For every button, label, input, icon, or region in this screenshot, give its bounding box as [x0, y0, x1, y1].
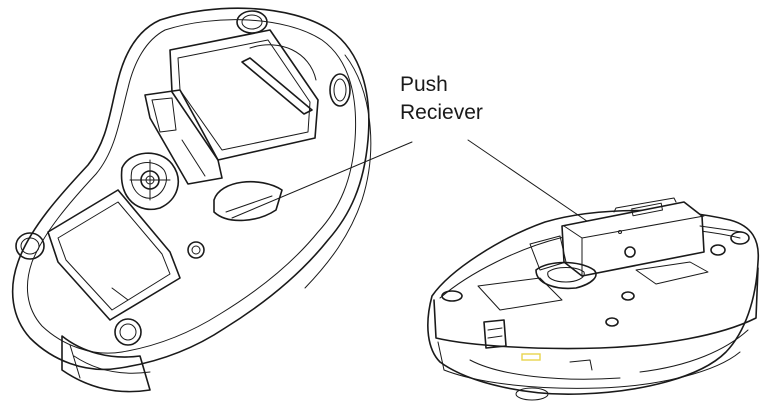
leader-line-left: [231, 141, 413, 219]
receiver-pocket-rim: [225, 195, 273, 213]
mouse-feet: [15, 10, 351, 346]
rear-latch: [483, 319, 507, 349]
label-plate-inner: [57, 201, 171, 311]
rear-notch: [569, 359, 593, 371]
mouse-front-lip: [61, 335, 151, 393]
mouse-side-ridge: [304, 54, 372, 289]
mouse-shell-outer: [11, 7, 370, 371]
leader-line-right: [467, 139, 601, 231]
mouse-rear-view: [427, 197, 760, 401]
rear-right-pad: [635, 261, 709, 285]
receiver-dock-detail: [151, 97, 206, 177]
callout-label-push: Push: [400, 73, 448, 96]
rear-side-band: [469, 329, 749, 380]
power-switch: [521, 353, 541, 361]
battery-slot: [241, 57, 313, 115]
battery-compartment-inner: [177, 39, 311, 151]
callout-leaders: [231, 139, 601, 231]
receiver-dock: [144, 89, 223, 185]
rear-face: [433, 267, 759, 350]
receiver-pocket: [213, 180, 283, 222]
ball-area: [249, 44, 317, 81]
rear-face-lower: [437, 341, 741, 389]
mouse-front-lip-detail: [69, 344, 151, 379]
mouse-underside-view: [11, 7, 372, 393]
optical-sensor: [120, 152, 180, 211]
callout-label-receiver: Reciever: [400, 101, 483, 124]
rear-feet: [441, 231, 750, 327]
rear-sensor: [535, 261, 597, 290]
mouse-shell-inner: [26, 19, 357, 354]
battery-compartment: [169, 29, 319, 161]
rear-label-recess: [477, 277, 563, 311]
rear-bottom-roller: [515, 387, 549, 401]
label-plate: [47, 189, 181, 321]
label-plate-mark: [111, 287, 129, 301]
